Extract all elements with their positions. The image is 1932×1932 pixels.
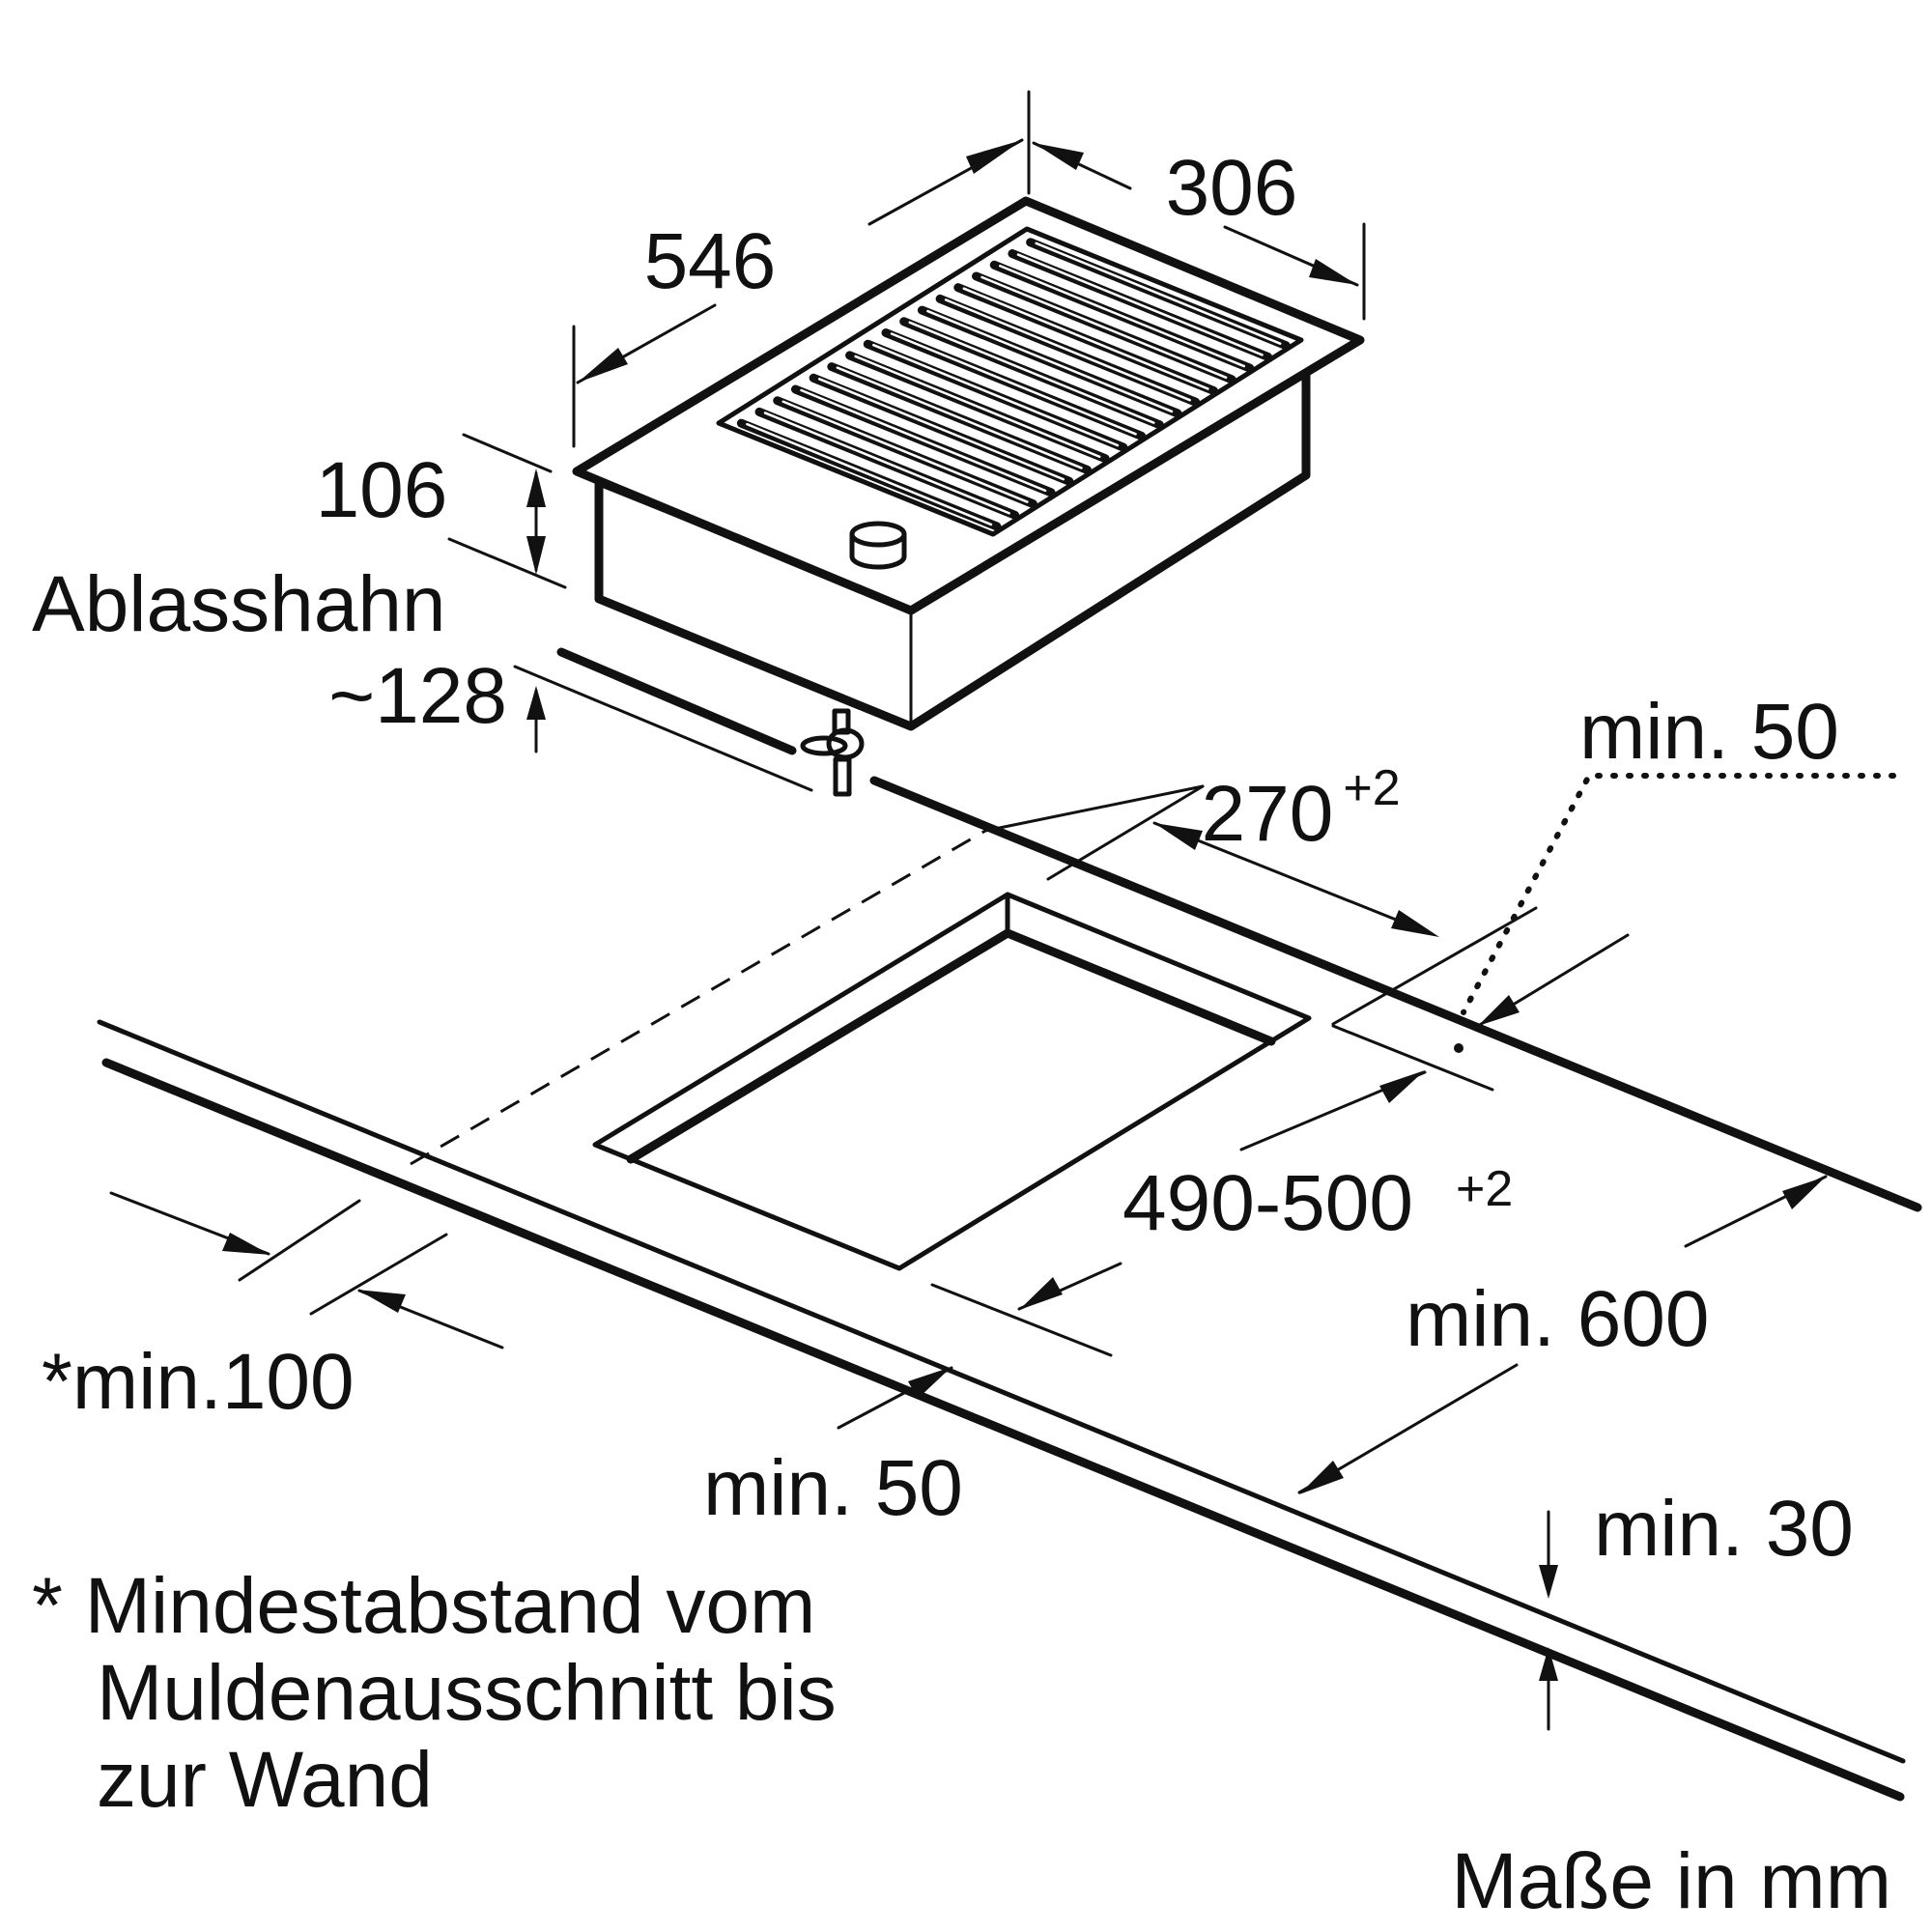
footnote-line-1: * Mindestabstand vom — [32, 1562, 815, 1650]
label-306: 306 — [1166, 144, 1298, 232]
drain-tap-icon — [800, 708, 865, 797]
grill-rod-highlight — [836, 366, 1083, 469]
grill-rod-highlight — [926, 309, 1174, 413]
label-min-50-back: min. 50 — [1579, 688, 1839, 776]
dimension-546: 546 — [572, 90, 1031, 448]
grill-rod-highlight — [763, 412, 1010, 515]
grill-rod-highlight — [800, 388, 1047, 493]
countertop-front-bottom-edge — [101, 1058, 1905, 1802]
countertop-front-top-edge — [97, 1019, 1906, 1764]
label-490-500-tolerance: +2 — [1456, 1161, 1513, 1217]
footnote-line-2: Muldenausschnitt bis — [97, 1649, 837, 1737]
grill-rod-highlight — [746, 422, 993, 526]
grill-rod-highlight — [890, 332, 1137, 436]
appliance-body — [594, 370, 1311, 731]
grill-rod-highlight — [781, 400, 1029, 503]
dimension-min-30: min. 30 — [1539, 1485, 1854, 1731]
grill-rod-highlight — [1016, 253, 1264, 356]
footnote: * Mindestabstand vom Muldenausschnitt bi… — [32, 1562, 837, 1824]
label-546: 546 — [644, 217, 777, 305]
grill-rod-highlight — [872, 343, 1120, 447]
grill-rods — [736, 238, 1291, 531]
label-min-50-front: min. 50 — [703, 1444, 963, 1532]
dimension-cutout-width: 490-500 +2 — [930, 1024, 1513, 1357]
grill-rod-highlight — [1035, 242, 1282, 345]
dimension-106: 106 — [316, 433, 567, 589]
dimension-306: 306 — [1032, 141, 1366, 321]
label-270: 270 — [1202, 770, 1334, 858]
label-ablasshahn: Ablasshahn — [32, 560, 446, 648]
label-270-tolerance: +2 — [1343, 760, 1400, 816]
label-128: ~128 — [328, 652, 507, 740]
grill-rod-highlight — [944, 298, 1191, 402]
label-min-30: min. 30 — [1594, 1485, 1854, 1573]
units-note: Maße in mm — [1451, 1837, 1891, 1925]
dimension-drain-tap: Ablasshahn ~128 — [32, 560, 813, 792]
cutout — [592, 892, 1312, 1271]
dimension-min-50-back: min. 50 — [1454, 688, 1896, 1053]
dimension-cutout-depth: 270 +2 — [1046, 760, 1538, 1026]
label-490-500: 490-500 — [1122, 1159, 1413, 1247]
grill-rod-highlight — [998, 265, 1246, 368]
countertop — [97, 647, 1922, 1802]
grill-rod-highlight — [908, 321, 1155, 424]
dimension-min-50-front: min. 50 — [703, 1366, 963, 1532]
dimension-min-600: min. 600 — [1297, 1175, 1828, 1494]
grill-rod-highlight — [962, 287, 1209, 390]
label-min-100: *min.100 — [42, 1338, 355, 1426]
control-knob — [849, 521, 907, 570]
grill-rod-highlight — [817, 378, 1065, 481]
dimension-min-100: *min.100 — [42, 1191, 504, 1426]
label-106: 106 — [316, 446, 448, 534]
grill-frame — [716, 226, 1304, 537]
grill-rod-highlight — [854, 355, 1101, 458]
footnote-line-3: zur Wand — [97, 1736, 433, 1824]
grill-rod-highlight — [980, 275, 1228, 380]
appliance — [572, 196, 1365, 797]
label-min-600: min. 600 — [1406, 1275, 1710, 1363]
